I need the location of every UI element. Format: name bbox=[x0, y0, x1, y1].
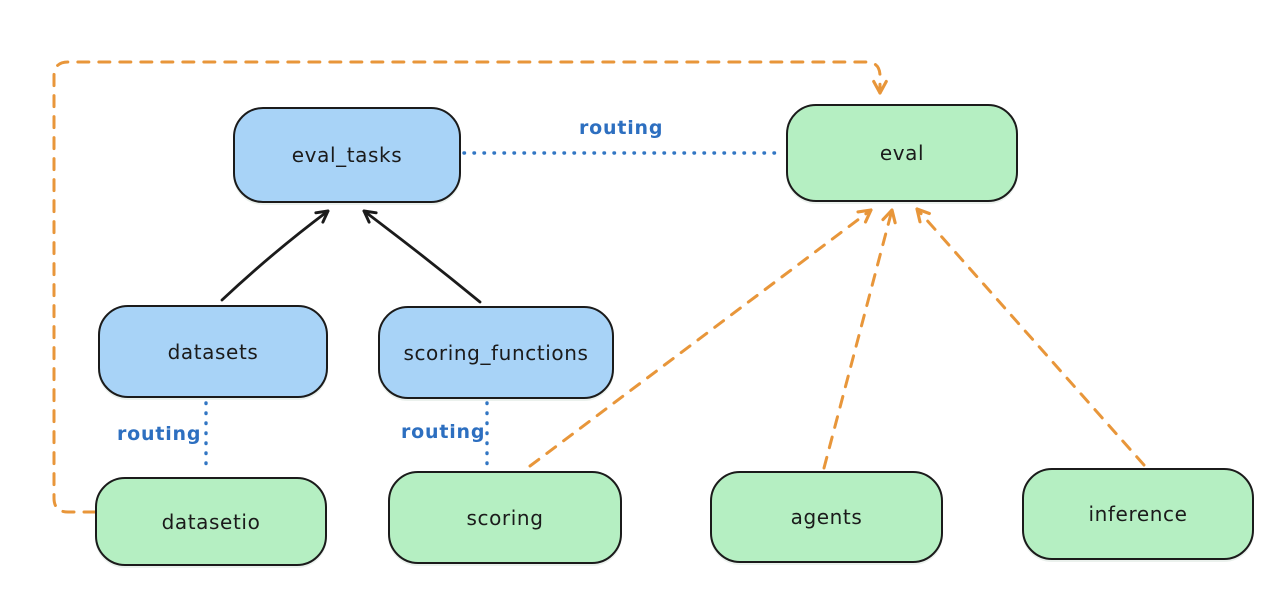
node-eval-label: eval bbox=[879, 141, 925, 165]
node-agents-label: agents bbox=[790, 505, 863, 529]
node-scoring: scoring bbox=[388, 471, 622, 564]
arrow-scoring-functions-to-eval-tasks bbox=[362, 209, 482, 304]
node-datasets: datasets bbox=[98, 305, 328, 398]
node-scoring-functions: scoring_functions bbox=[378, 306, 614, 399]
arrow-scoring-to-eval bbox=[528, 208, 873, 468]
arrow-datasets-to-eval-tasks bbox=[220, 209, 330, 302]
node-scoring-functions-label: scoring_functions bbox=[403, 340, 589, 365]
arrow-datasetio-to-eval bbox=[52, 60, 888, 514]
routing-label-datasets-datasetio: routing bbox=[117, 423, 202, 445]
node-eval: eval bbox=[786, 104, 1018, 202]
node-datasets-label: datasets bbox=[167, 339, 259, 364]
node-agents: agents bbox=[710, 471, 943, 563]
node-datasetio-label: datasetio bbox=[161, 509, 261, 534]
node-scoring-label: scoring bbox=[466, 505, 544, 530]
node-eval-tasks: eval_tasks bbox=[233, 107, 461, 203]
routing-label-eval-tasks-eval: routing bbox=[579, 117, 664, 139]
node-inference-label: inference bbox=[1088, 502, 1188, 526]
node-inference: inference bbox=[1022, 468, 1254, 560]
node-eval-tasks-label: eval_tasks bbox=[291, 143, 403, 167]
arrow-inference-to-eval bbox=[915, 207, 1146, 467]
node-datasetio: datasetio bbox=[95, 477, 327, 566]
arrow-agents-to-eval bbox=[822, 208, 897, 470]
routing-label-scoring-functions-scoring: routing bbox=[401, 421, 486, 443]
